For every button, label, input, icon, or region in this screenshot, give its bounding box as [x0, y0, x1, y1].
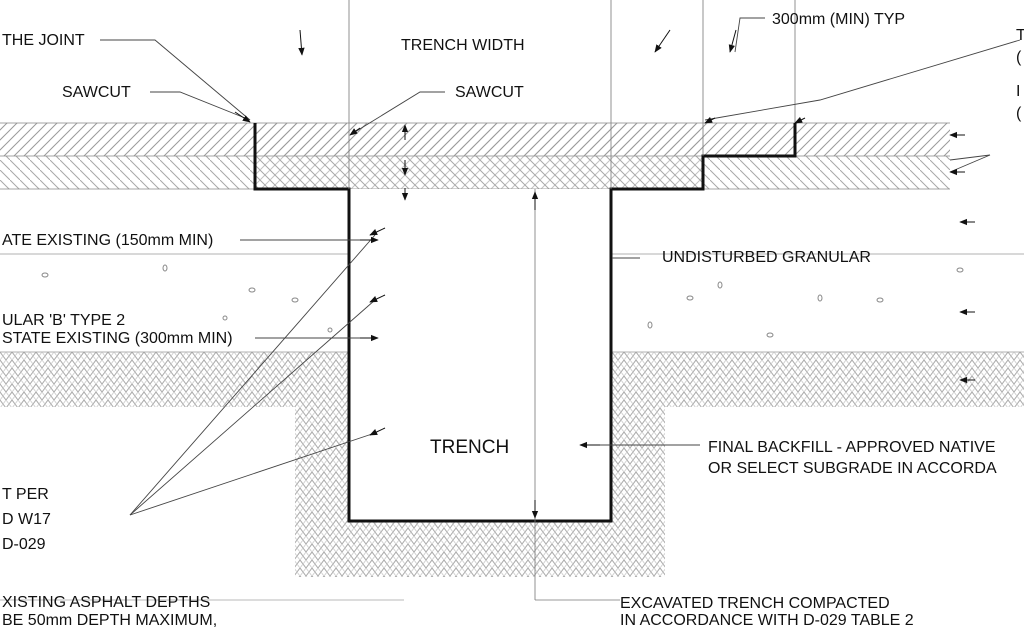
right-edge-text-3: I	[1016, 83, 1020, 100]
sawcut-left-label: SAWCUT	[62, 84, 131, 101]
right-edge-text-2: (	[1016, 49, 1022, 66]
asphalt-depth-note-line1: XISTING ASPHALT DEPTHS	[2, 594, 210, 611]
final-backfill-label-line2: OR SELECT SUBGRADE IN ACCORDA	[708, 460, 997, 477]
granular-b-label-line1: ULAR 'B' TYPE 2	[2, 312, 125, 329]
per-label-line3: D-029	[2, 536, 46, 553]
right-edge-text-4: (	[1016, 105, 1022, 122]
granular-a-label: ATE EXISTING (150mm MIN)	[2, 232, 213, 249]
per-label-line1: T PER	[2, 486, 49, 503]
final-backfill-label-line1: FINAL BACKFILL - APPROVED NATIVE	[708, 439, 995, 456]
min-typ-label: 300mm (MIN) TYP	[772, 11, 905, 28]
dimension-lines	[0, 0, 796, 601]
sawcut-right-label: SAWCUT	[455, 84, 524, 101]
right-edge-text-1: T	[1016, 27, 1024, 44]
per-label-line2: D W17	[2, 511, 51, 528]
leader-lines	[100, 17, 1021, 516]
excavated-trench-label-line2: IN ACCORDANCE WITH D-029 TABLE 2	[620, 612, 914, 629]
granular-b-label-line2: STATE EXISTING (300mm MIN)	[2, 330, 233, 347]
undisturbed-granular-label: UNDISTURBED GRANULAR	[662, 249, 871, 266]
trench-label: TRENCH	[430, 437, 509, 458]
trench-interior	[350, 189, 611, 521]
trench-width-label: TRENCH WIDTH	[401, 37, 525, 54]
trench-outline	[253, 123, 797, 523]
asphalt-depth-note-line2: BE 50mm DEPTH MAXIMUM,	[2, 612, 217, 629]
joint-label: THE JOINT	[2, 32, 85, 49]
excavated-trench-label-line1: EXCAVATED TRENCH COMPACTED	[620, 595, 890, 612]
arrows	[234, 29, 975, 519]
